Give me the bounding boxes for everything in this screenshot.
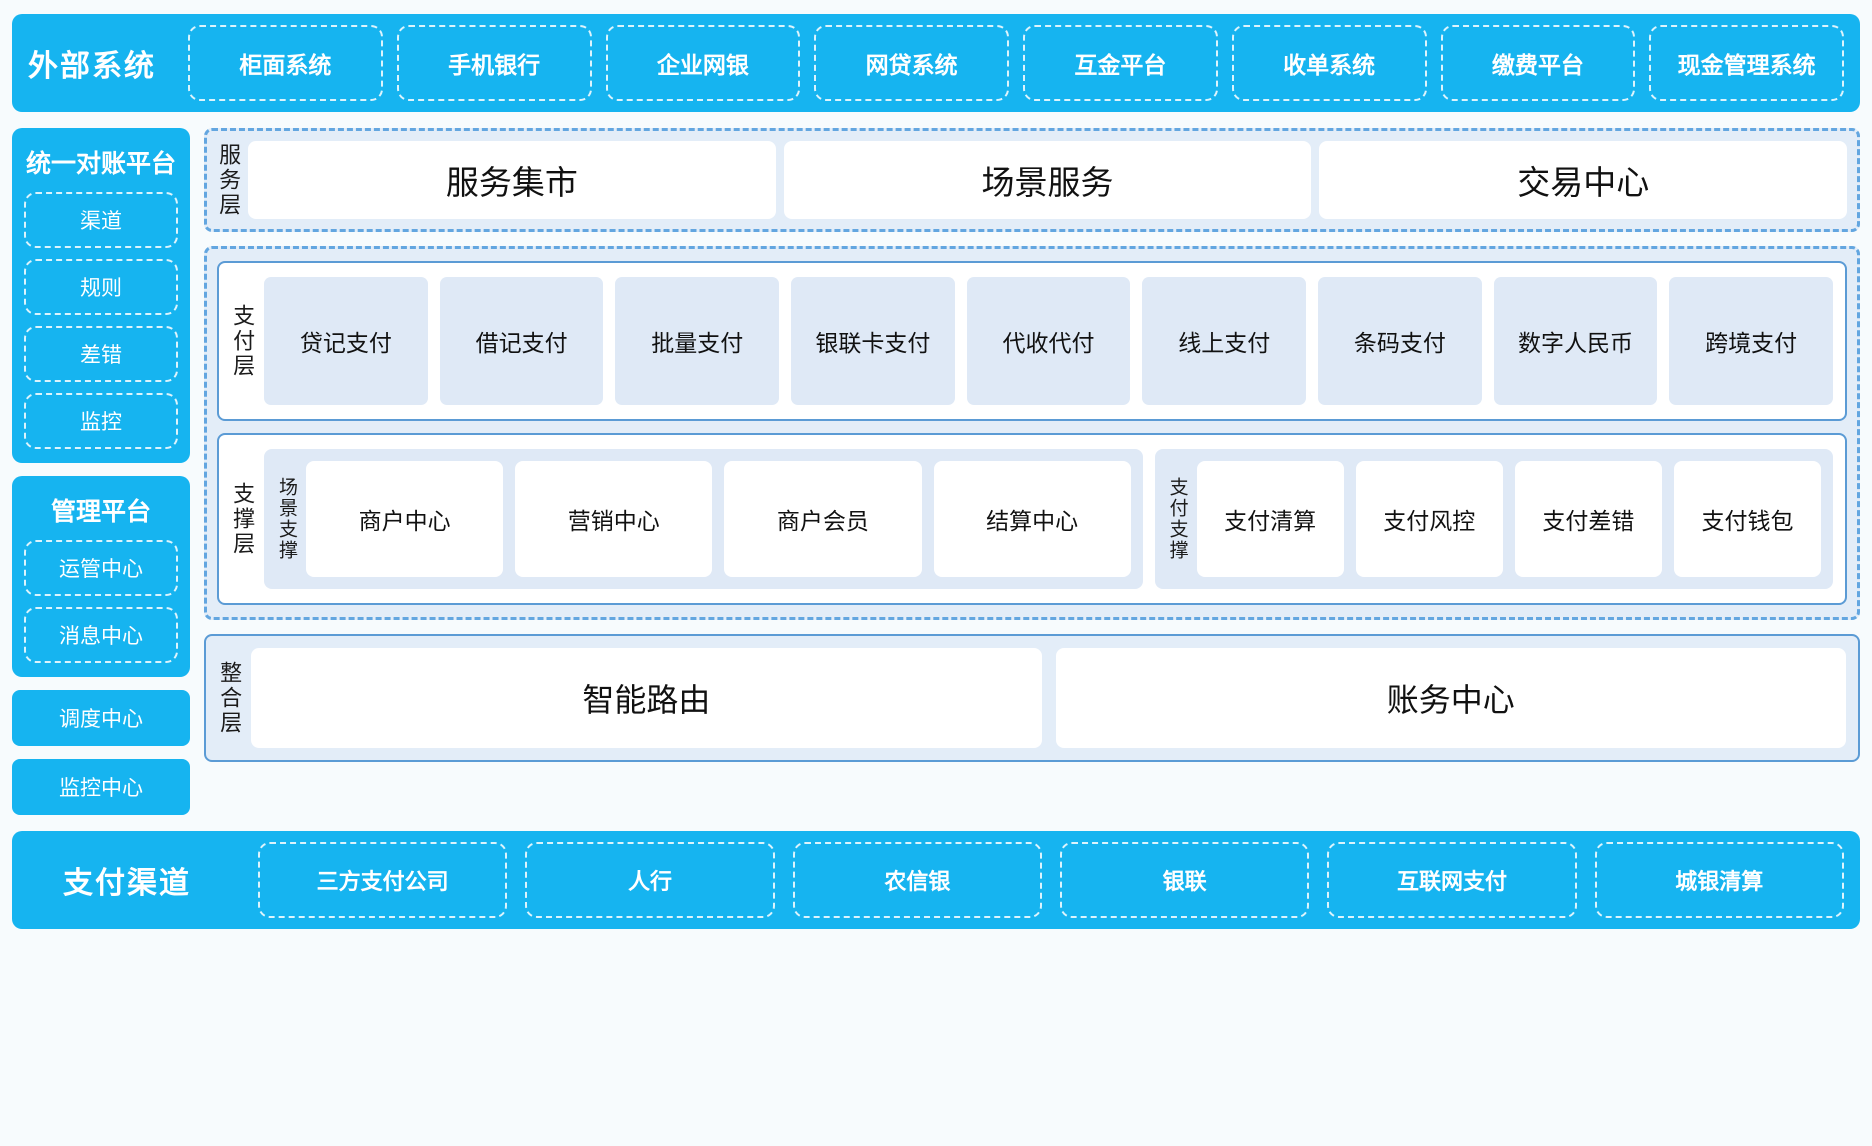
payment-cell-batch[interactable]: 批量支付	[615, 277, 780, 405]
integration-layer-cards: 智能路由 账务中心	[251, 648, 1846, 748]
payment-channel-chip-3[interactable]: 银联	[1059, 842, 1310, 918]
support-group-payment-label: 支付支撑	[1166, 477, 1188, 561]
service-layer-label: 服务层	[216, 142, 242, 218]
module-scheduling-center[interactable]: 调度中心	[12, 690, 190, 746]
payment-channel-chip-1[interactable]: 人行	[525, 842, 775, 918]
support-layer-groups: 场景支撑 商户中心 营销中心 商户会员 结算中心 支付支撑 支付清算	[264, 449, 1833, 589]
external-system-chip-3[interactable]: 网贷系统	[814, 25, 1009, 101]
payment-channels-bar: 支付渠道 三方支付公司 人行 农信银 银联 互联网支付 城银清算	[12, 831, 1860, 929]
support-layer-label: 支撑层	[230, 481, 256, 557]
payment-channel-chip-2[interactable]: 农信银	[792, 842, 1042, 918]
support-group-scene-label: 场景支撑	[276, 477, 298, 561]
payment-cell-cross-border[interactable]: 跨境支付	[1669, 277, 1833, 405]
payment-channel-chip-4[interactable]: 互联网支付	[1327, 842, 1577, 918]
reconciliation-item-error[interactable]: 差错	[24, 326, 178, 382]
left-sidebar: 统一对账平台 渠道 规则 差错 监控 管理平台 运管中心 消息中心 调度中心 监…	[12, 128, 190, 815]
management-platform-title: 管理平台	[50, 498, 151, 526]
payment-cell-collection-payment[interactable]: 代收代付	[966, 277, 1131, 405]
external-system-chip-0[interactable]: 柜面系统	[188, 25, 383, 101]
support-card-payment-wallet[interactable]: 支付钱包	[1673, 461, 1821, 577]
service-layer-group: 服务层 服务集市 场景服务 交易中心	[204, 128, 1860, 232]
payment-layer-box: 支付层 贷记支付 借记支付 批量支付 银联卡支付 代收代付 线上支付 条码支付 …	[217, 261, 1847, 421]
payment-cell-online[interactable]: 线上支付	[1142, 277, 1307, 405]
management-platform-panel: 管理平台 运管中心 消息中心	[12, 476, 190, 677]
support-card-payment-error[interactable]: 支付差错	[1514, 461, 1662, 577]
external-systems-title: 外部系统	[28, 50, 156, 83]
payment-channel-chip-5[interactable]: 城银清算	[1594, 842, 1844, 918]
external-system-chip-2[interactable]: 企业网银	[605, 25, 801, 101]
payment-and-support-group: 支付层 贷记支付 借记支付 批量支付 银联卡支付 代收代付 线上支付 条码支付 …	[204, 246, 1860, 620]
support-group-payment: 支付支撑 支付清算 支付风控 支付差错 支付钱包	[1154, 449, 1833, 589]
payment-cell-debit[interactable]: 借记支付	[439, 277, 604, 405]
external-system-chip-1[interactable]: 手机银行	[396, 25, 592, 101]
support-card-merchant-member[interactable]: 商户会员	[724, 461, 922, 577]
service-layer-row: 服务层 服务集市 场景服务 交易中心	[216, 141, 1848, 219]
service-card-transaction-center[interactable]: 交易中心	[1319, 141, 1848, 219]
integration-layer-box: 整合层 智能路由 账务中心	[204, 634, 1860, 762]
payment-layer-label: 支付层	[230, 303, 256, 379]
middle-zone: 统一对账平台 渠道 规则 差错 监控 管理平台 运管中心 消息中心 调度中心 监…	[12, 128, 1860, 815]
reconciliation-item-channel[interactable]: 渠道	[24, 192, 178, 248]
support-card-payment-risk[interactable]: 支付风控	[1355, 461, 1503, 577]
integration-layer-label: 整合层	[217, 660, 243, 736]
support-group-payment-cards: 支付清算 支付风控 支付差错 支付钱包	[1196, 461, 1821, 577]
integration-card-accounting-center[interactable]: 账务中心	[1055, 648, 1846, 748]
payment-channels-chip-list: 三方支付公司 人行 农信银 银联 互联网支付 城银清算	[258, 842, 1844, 918]
external-system-chip-5[interactable]: 收单系统	[1231, 25, 1427, 101]
payment-cell-digital-rmb[interactable]: 数字人民币	[1493, 277, 1658, 405]
payment-cell-barcode[interactable]: 条码支付	[1318, 277, 1482, 405]
reconciliation-platform-title: 统一对账平台	[25, 150, 176, 178]
external-system-chip-7[interactable]: 现金管理系统	[1649, 25, 1844, 101]
payment-cell-credit[interactable]: 贷记支付	[264, 277, 428, 405]
layers-column: 服务层 服务集市 场景服务 交易中心 支付层 贷记支付 借记支付 批量支付 银联…	[204, 128, 1860, 762]
reconciliation-item-rule[interactable]: 规则	[24, 259, 178, 315]
service-card-scene[interactable]: 场景服务	[783, 141, 1312, 219]
payment-channels-title: 支付渠道	[63, 867, 191, 900]
support-card-settlement-center[interactable]: 结算中心	[933, 461, 1131, 577]
support-card-merchant-center[interactable]: 商户中心	[306, 461, 504, 577]
payment-cell-unionpay-card[interactable]: 银联卡支付	[791, 277, 955, 405]
external-systems-chip-list: 柜面系统 手机银行 企业网银 网贷系统 互金平台 收单系统 缴费平台 现金管理系…	[188, 25, 1844, 101]
support-card-marketing-center[interactable]: 营销中心	[515, 461, 713, 577]
reconciliation-platform-panel: 统一对账平台 渠道 规则 差错 监控	[12, 128, 190, 463]
payment-layer-cells: 贷记支付 借记支付 批量支付 银联卡支付 代收代付 线上支付 条码支付 数字人民…	[264, 277, 1833, 405]
support-card-payment-clearing[interactable]: 支付清算	[1196, 461, 1344, 577]
support-group-scene: 场景支撑 商户中心 营销中心 商户会员 结算中心	[264, 449, 1143, 589]
support-group-scene-cards: 商户中心 营销中心 商户会员 结算中心	[306, 461, 1131, 577]
integration-card-smart-routing[interactable]: 智能路由	[251, 648, 1042, 748]
support-layer-box: 支撑层 场景支撑 商户中心 营销中心 商户会员 结算中心	[217, 433, 1847, 605]
reconciliation-item-monitor[interactable]: 监控	[24, 393, 178, 449]
external-system-chip-4[interactable]: 互金平台	[1023, 25, 1218, 101]
management-item-operations-center[interactable]: 运管中心	[24, 540, 178, 596]
module-monitoring-center[interactable]: 监控中心	[12, 759, 190, 815]
service-card-market[interactable]: 服务集市	[248, 141, 776, 219]
external-system-chip-6[interactable]: 缴费平台	[1440, 25, 1636, 101]
management-item-message-center[interactable]: 消息中心	[24, 607, 178, 663]
external-systems-bar: 外部系统 柜面系统 手机银行 企业网银 网贷系统 互金平台 收单系统 缴费平台 …	[12, 14, 1860, 112]
payment-channel-chip-0[interactable]: 三方支付公司	[258, 842, 508, 918]
